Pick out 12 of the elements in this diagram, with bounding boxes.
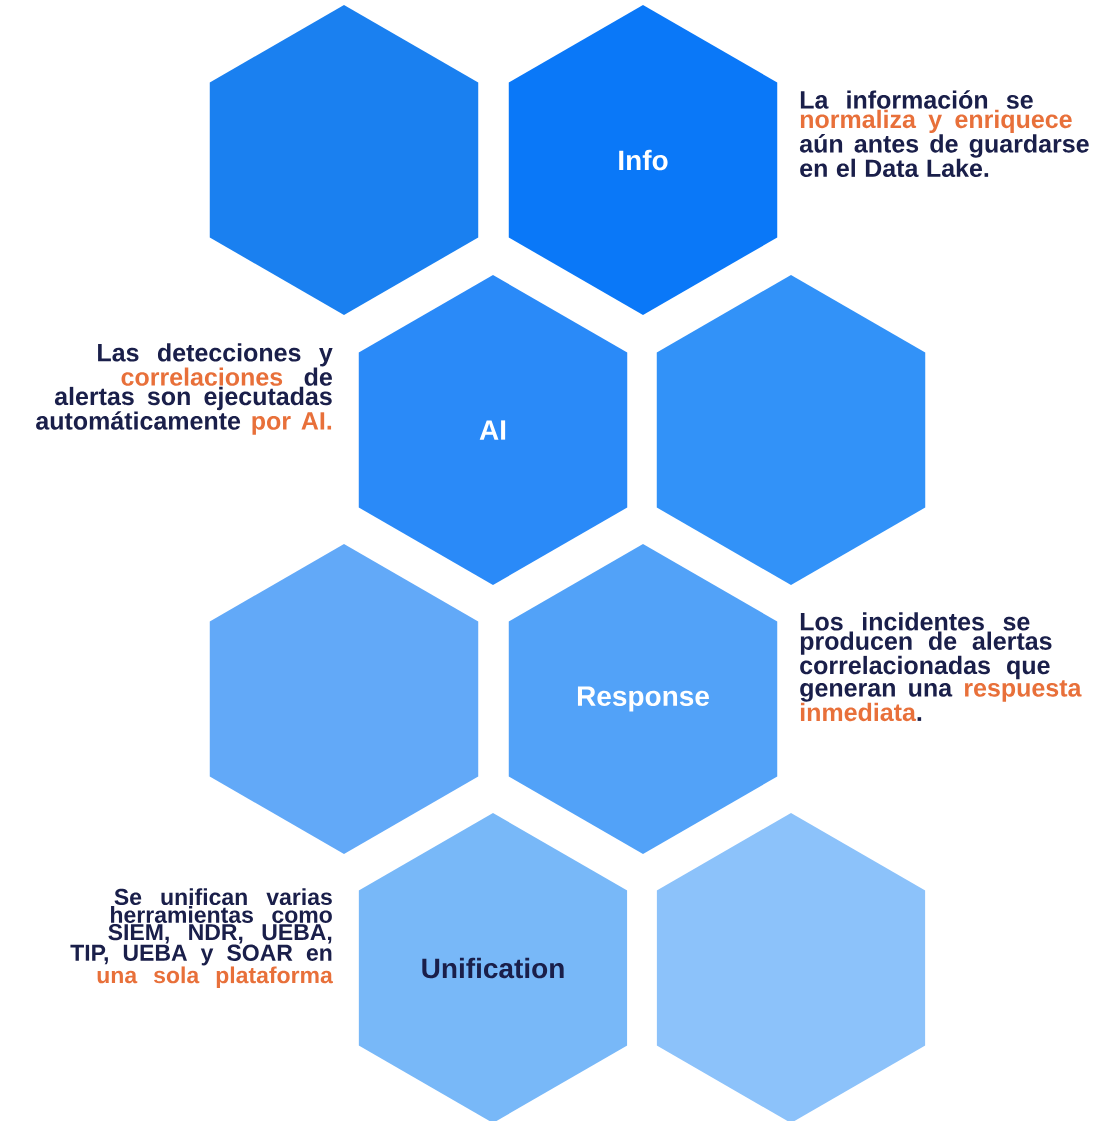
description-text: La información se normaliza y enriquece aún antes de guardarse en el Data Lake. [799, 90, 1089, 178]
description-text: Las detecciones y correlaciones de alertas son ejecutadas automáticamente por AI. [36, 343, 333, 435]
description-text: Los incidentes se producen de alertas correlacionadas que generan una respuesta inmediata. [800, 612, 1082, 722]
hexagon [656, 275, 926, 585]
description-text: Se unifican varias herramientas como SIEM, NDR, UEBA, TIP, UEBA y SOAR en una sola plataforma [70, 888, 333, 988]
hexagon: AI [358, 275, 628, 585]
hexagon [209, 5, 479, 315]
hexagon [656, 813, 926, 1121]
hexagon: Response [508, 544, 778, 854]
hexagon: Info [508, 5, 778, 315]
hexagon [209, 544, 479, 854]
hexagon: Unification [358, 813, 628, 1121]
